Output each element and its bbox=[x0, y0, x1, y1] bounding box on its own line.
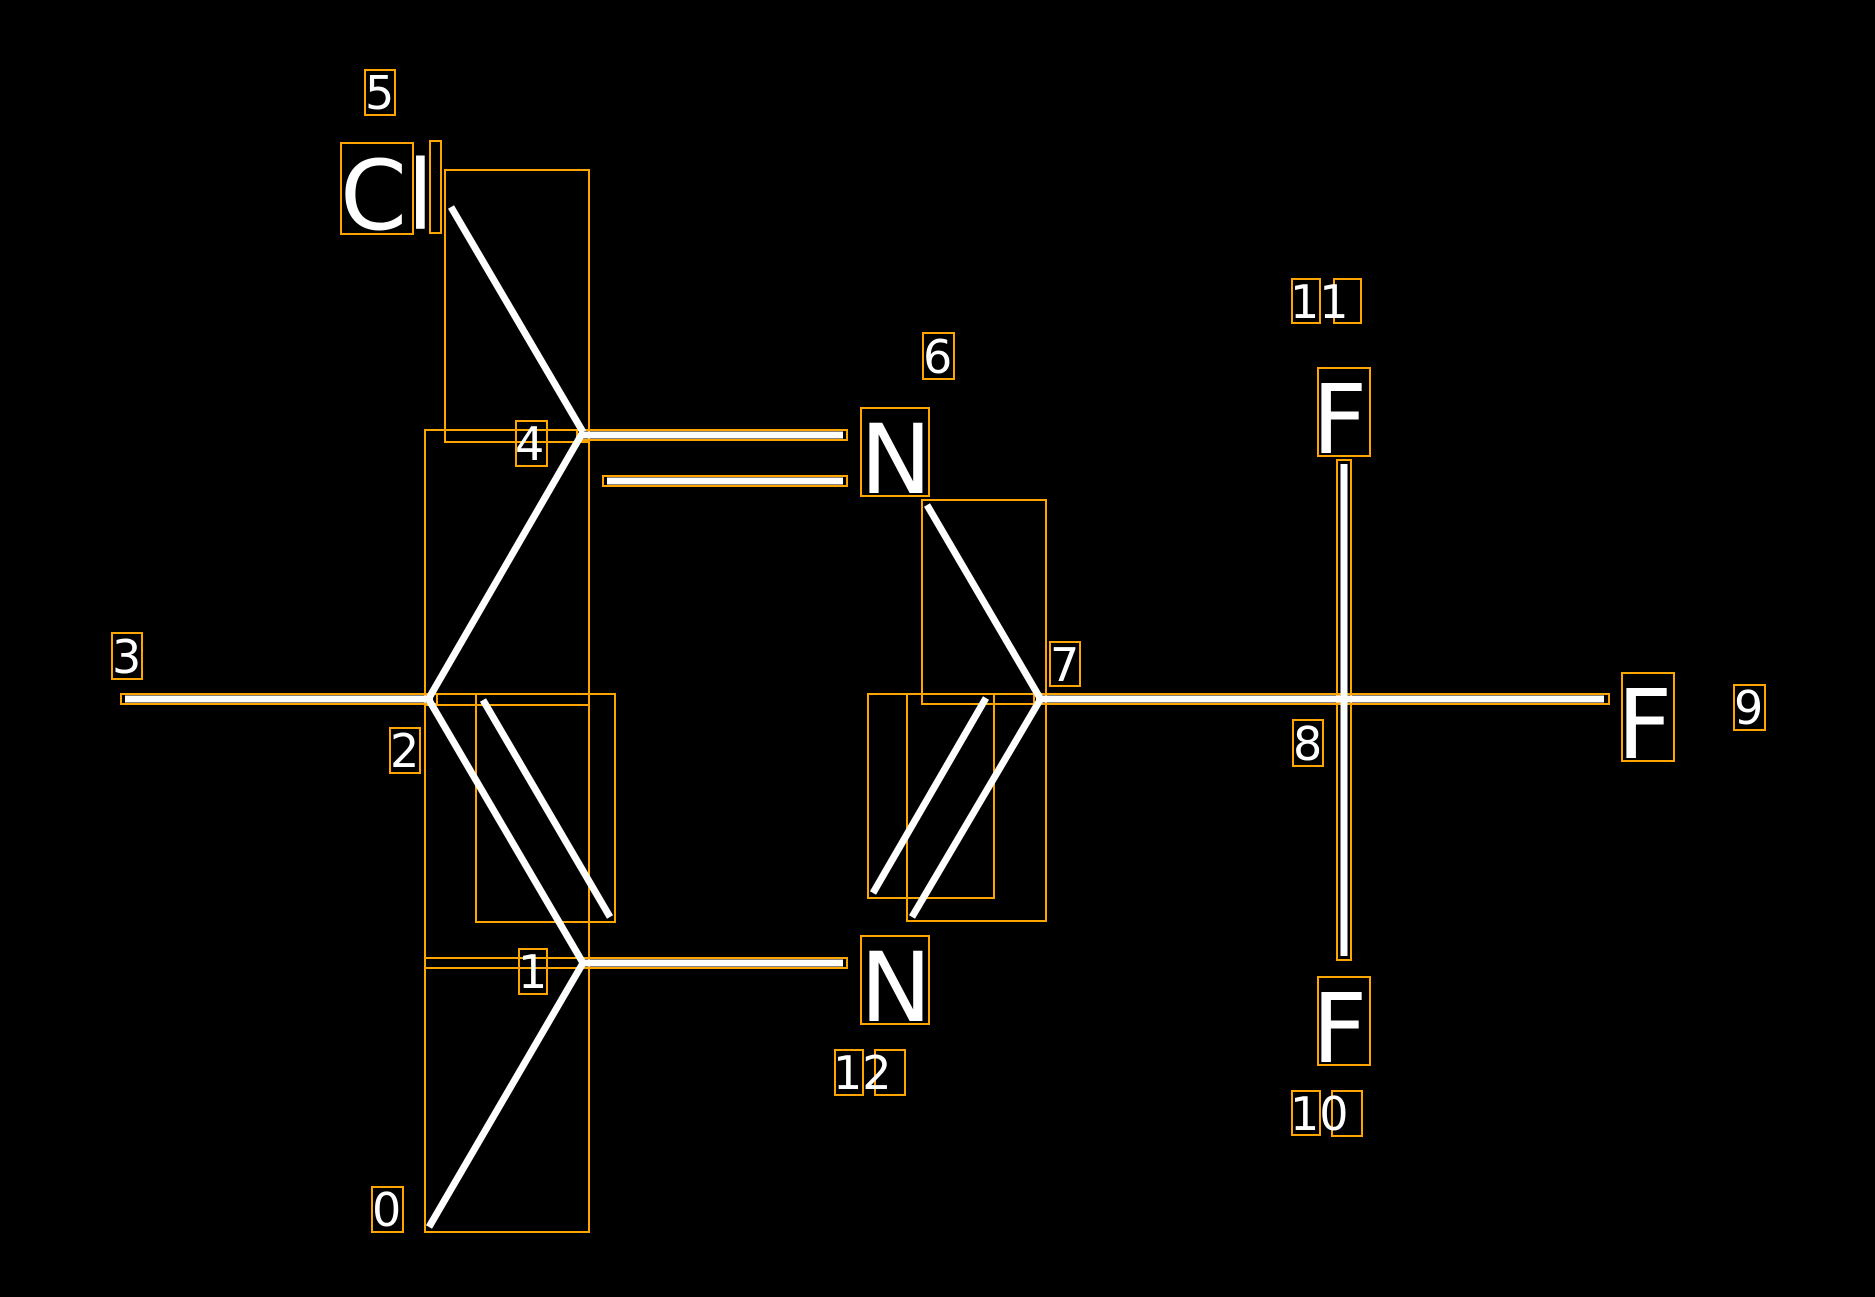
index-box bbox=[922, 332, 955, 380]
index-box bbox=[111, 632, 143, 680]
index-box bbox=[1733, 684, 1766, 731]
atom-box bbox=[1621, 672, 1675, 762]
index-1: 1 bbox=[518, 945, 547, 999]
bond-box bbox=[424, 429, 590, 706]
index-box bbox=[389, 727, 421, 774]
index-box bbox=[1291, 1090, 1321, 1136]
atom-f-bottom: F bbox=[1312, 973, 1367, 1085]
index-0: 0 bbox=[372, 1183, 401, 1237]
bond-c2-c1 bbox=[425, 698, 587, 965]
bonds bbox=[125, 205, 1604, 1229]
bond-box bbox=[475, 693, 616, 923]
index-box bbox=[1333, 278, 1362, 324]
atom-box bbox=[860, 407, 930, 497]
index-box bbox=[834, 1049, 864, 1096]
index-3: 3 bbox=[112, 630, 141, 684]
index-box bbox=[515, 420, 548, 467]
atom-box bbox=[340, 142, 414, 235]
bond-cl-c4 bbox=[447, 205, 587, 434]
index-5: 5 bbox=[365, 66, 394, 120]
atom-box bbox=[1317, 976, 1371, 1066]
atom-n-top: N bbox=[860, 404, 932, 516]
bond-box bbox=[120, 693, 438, 705]
atom-f-top: F bbox=[1312, 364, 1367, 476]
bond-n-c7 bbox=[923, 503, 1044, 700]
index-box bbox=[1292, 719, 1324, 767]
index-11: 11 bbox=[1290, 275, 1349, 329]
atom-box bbox=[429, 140, 442, 234]
index-box bbox=[1331, 1090, 1363, 1137]
index-9: 9 bbox=[1734, 681, 1763, 735]
bond-c7-ring bbox=[908, 698, 1044, 919]
index-7: 7 bbox=[1050, 638, 1079, 692]
atom-n-bottom: N bbox=[860, 932, 932, 1044]
index-labels: 0 1 2 3 4 5 6 7 8 9 10 11 12 bbox=[111, 66, 1766, 1237]
index-6: 6 bbox=[923, 330, 952, 384]
index-box bbox=[1291, 278, 1321, 324]
index-2: 2 bbox=[390, 724, 419, 778]
atom-labels: Cl N N F F F bbox=[340, 140, 1675, 1085]
atom-box bbox=[860, 935, 930, 1025]
bond-box bbox=[1336, 459, 1352, 961]
bond-c2-c1-inner bbox=[479, 698, 614, 919]
bond-c1-c0 bbox=[425, 961, 587, 1229]
index-box bbox=[874, 1049, 906, 1096]
atom-box bbox=[1317, 367, 1371, 457]
bond-box bbox=[576, 429, 848, 441]
bond-box bbox=[906, 693, 1047, 922]
index-4: 4 bbox=[515, 417, 544, 471]
index-12: 12 bbox=[833, 1046, 892, 1100]
index-box bbox=[1049, 641, 1081, 687]
atom-cl: Cl bbox=[340, 140, 434, 252]
atom-f-right: F bbox=[1617, 669, 1672, 781]
bond-c7-ring-inner bbox=[869, 696, 990, 895]
bond-box bbox=[602, 475, 848, 487]
index-box bbox=[371, 1186, 404, 1233]
bond-c4-c2 bbox=[425, 430, 587, 700]
index-box bbox=[518, 948, 548, 995]
index-box bbox=[364, 69, 396, 116]
index-10: 10 bbox=[1290, 1087, 1349, 1141]
index-8: 8 bbox=[1293, 717, 1322, 771]
bond-box bbox=[424, 957, 848, 969]
